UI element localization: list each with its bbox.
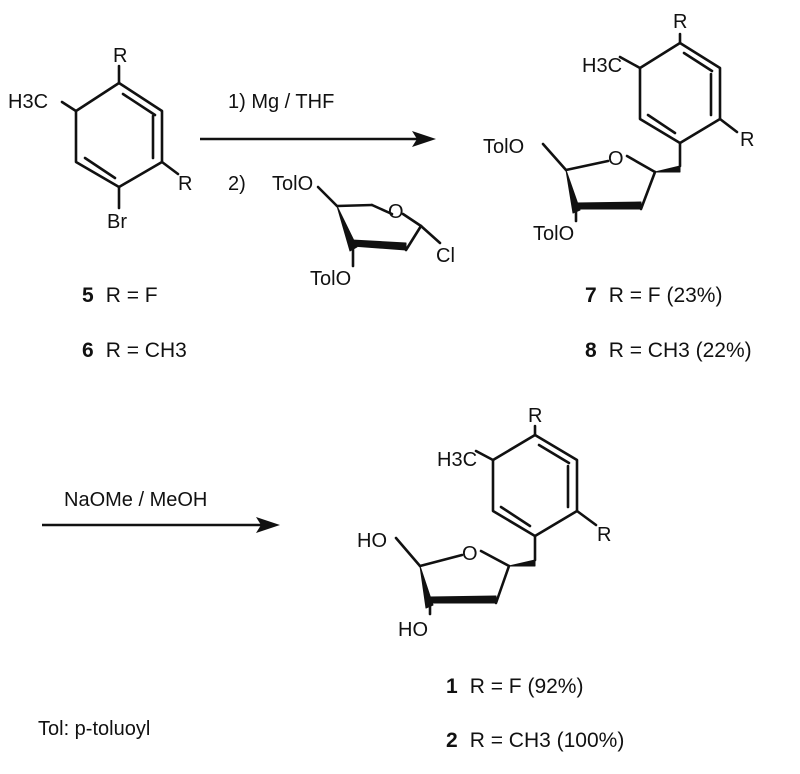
reaction-arrow-step1 — [200, 131, 436, 147]
reactant-substituent-r-top: R — [113, 45, 127, 67]
product-sugar-bonds — [394, 536, 536, 616]
step2-reagent: NaOMe / MeOH — [64, 489, 207, 511]
product-hydroxyl-top: HO — [357, 530, 387, 552]
reactant-bromo-label: Br — [107, 211, 127, 233]
reactant-ring-bonds — [60, 64, 180, 210]
intermediate-ring-oxygen: O — [608, 148, 624, 170]
intermediate-tolo-top: TolO — [483, 136, 524, 158]
step1-reagent-line1: 1) Mg / THF — [228, 91, 334, 113]
chlorosugar-structure — [316, 185, 442, 268]
product-methyl-label: H3C — [437, 449, 477, 471]
reactant-structure: R R H3C Br — [8, 45, 192, 233]
product-structure — [394, 424, 598, 616]
intermediate-structure — [541, 32, 739, 223]
product-ring-oxygen: O — [462, 543, 478, 565]
product-substituent-r-right: R — [597, 524, 611, 546]
reaction-arrow-step2 — [42, 517, 280, 533]
chlorosugar-tolo-bottom: TolO — [310, 268, 351, 290]
intermediate-substituent-r-top: R — [673, 11, 687, 33]
intermediate-substituent-r-right: R — [740, 129, 754, 151]
step1-reagent-line2: 2) — [228, 173, 246, 195]
intermediate-tolo-bottom: TolO — [533, 223, 574, 245]
product-hydroxyl-bottom: HO — [398, 619, 428, 641]
intermediate-sugar-bonds — [541, 142, 681, 223]
reactant-substituent-r-right: R — [178, 173, 192, 195]
chlorosugar-tolo-top: TolO — [272, 173, 313, 195]
product-aryl-bonds — [474, 424, 598, 562]
footnote-tol-definition: Tol: p-toluoyl — [38, 718, 150, 740]
chlorosugar-chloro: Cl — [436, 245, 455, 267]
intermediate-methyl-label: H3C — [582, 55, 622, 77]
intermediate-aryl-bonds — [618, 32, 739, 168]
chlorosugar-ring-oxygen: O — [388, 201, 404, 223]
reactant-methyl-label: H3C — [8, 91, 48, 113]
product-substituent-r-top: R — [528, 405, 542, 427]
